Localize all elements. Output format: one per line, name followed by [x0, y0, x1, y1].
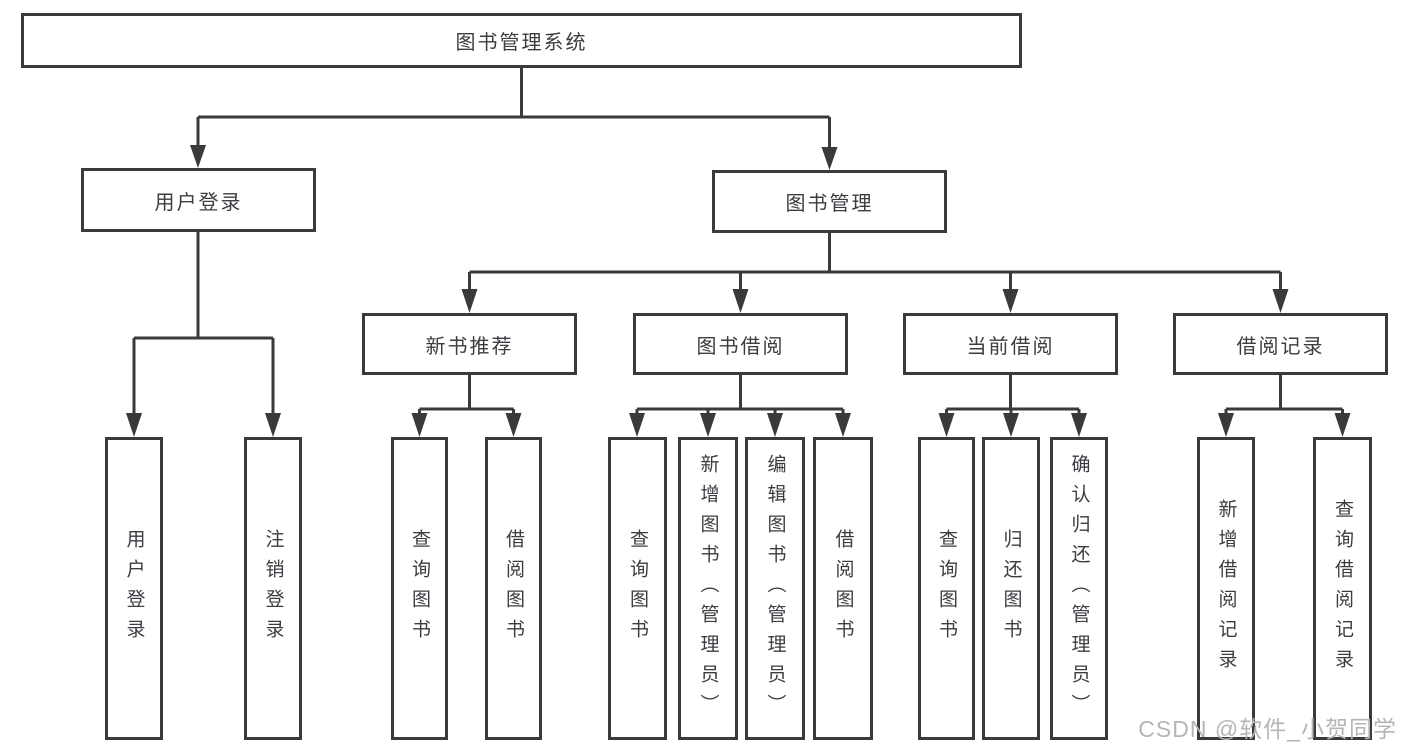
node-label: 归还图书 [1000, 528, 1022, 649]
node-label: 借阅图书 [503, 528, 524, 649]
leaf-add-borrow-record: 新增借阅记录 [1197, 437, 1255, 740]
node-label: 图书管理 [785, 193, 874, 215]
node-label: 新书推荐 [425, 335, 514, 358]
node-root-library-system: 图书管理系统 [21, 13, 1022, 68]
node-label: 新增借阅记录 [1215, 498, 1237, 679]
node-label: 借阅图书 [832, 528, 854, 649]
node-borrow-records: 借阅记录 [1173, 313, 1388, 375]
node-label: 注销登录 [262, 528, 284, 649]
node-book-management: 图书管理 [712, 170, 947, 233]
leaf-query-books-current: 查询图书 [918, 437, 975, 740]
leaf-return-books: 归还图书 [982, 437, 1040, 740]
node-label: 用户登录 [123, 528, 145, 649]
node-label: 查询图书 [409, 528, 430, 649]
node-label: 查询图书 [936, 528, 957, 649]
leaf-query-borrow-record: 查询借阅记录 [1313, 437, 1372, 740]
leaf-confirm-return-admin: 确认归还（管理员） [1050, 437, 1108, 740]
leaf-edit-books-admin: 编辑图书（管理员） [745, 437, 805, 740]
node-label: 编辑图书（管理员） [764, 453, 786, 724]
leaf-query-books-recommend: 查询图书 [391, 437, 448, 740]
node-label: 当前借阅 [966, 335, 1055, 358]
leaf-user-login: 用户登录 [105, 437, 163, 740]
csdn-watermark: CSDN @软件_小贺同学 [1138, 716, 1397, 742]
node-user-login: 用户登录 [81, 168, 316, 232]
node-label: 借阅记录 [1236, 335, 1325, 358]
node-label: 查询图书 [627, 528, 648, 649]
leaf-borrow-books-recommend: 借阅图书 [485, 437, 542, 740]
node-new-book-recommend: 新书推荐 [362, 313, 577, 375]
node-label: 图书借阅 [696, 335, 785, 358]
node-label: 图书管理系统 [455, 32, 588, 54]
node-book-borrow: 图书借阅 [633, 313, 848, 375]
node-label: 用户登录 [154, 191, 243, 214]
node-current-borrow: 当前借阅 [903, 313, 1118, 375]
node-label: 确认归还（管理员） [1068, 453, 1090, 724]
node-label: 查询借阅记录 [1332, 498, 1353, 679]
leaf-borrow-books: 借阅图书 [813, 437, 873, 740]
leaf-add-books-admin: 新增图书（管理员） [678, 437, 738, 740]
node-label: 新增图书（管理员） [697, 453, 719, 724]
leaf-query-books-borrow: 查询图书 [608, 437, 667, 740]
leaf-logout: 注销登录 [244, 437, 302, 740]
